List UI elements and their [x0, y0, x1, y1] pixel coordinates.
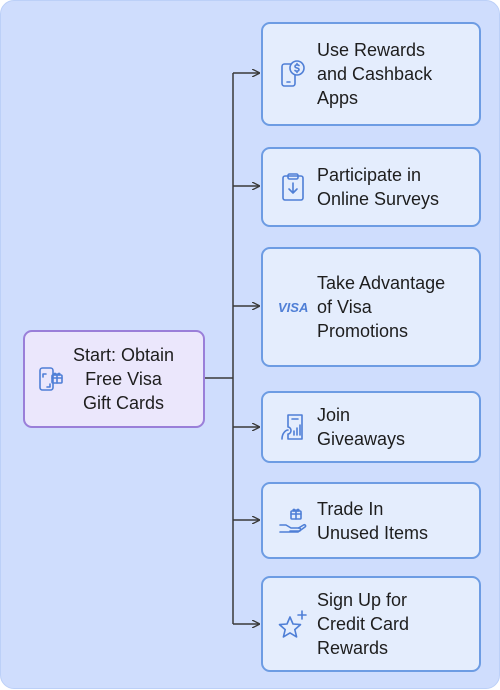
option-label-2: Participate in Online Surveys	[317, 165, 440, 209]
option-node-trade-in: Trade In Unused Items	[261, 482, 481, 559]
option-node-online-surveys: Participate in Online Surveys	[261, 147, 481, 227]
star-plus-icon	[277, 608, 309, 640]
phone-gift-icon	[35, 363, 67, 395]
option-node-giveaways: Join Giveaways	[261, 391, 481, 463]
option-node-rewards-apps: Use Rewards and Cashback Apps	[261, 22, 481, 126]
start-node: Start: Obtain Free Visa Gift Cards	[23, 330, 205, 428]
option-label-5: Trade In Unused Items	[317, 498, 429, 543]
clipboard-download-icon	[277, 171, 309, 203]
option-label-6: Sign Up for Credit Card Rewards	[317, 590, 410, 658]
option-label-3: Take Advantage of Visa Promotions	[317, 273, 446, 341]
visa-icon: VISA	[277, 291, 311, 323]
ticket-chart-icon	[277, 411, 309, 443]
start-node-label: Start: Obtain Free Visa Gift Cards	[73, 345, 175, 413]
option-node-credit-card-rewards: Sign Up for Credit Card Rewards	[261, 576, 481, 672]
phone-dollar-icon	[277, 58, 309, 90]
hand-gift-icon	[277, 505, 309, 537]
option-node-visa-promotions: VISA Take Advantage of Visa Promotions	[261, 247, 481, 367]
svg-text:VISA: VISA	[278, 300, 308, 315]
option-label-4: Join Giveaways	[317, 405, 406, 449]
option-label-1: Use Rewards and Cashback Apps	[317, 40, 433, 108]
